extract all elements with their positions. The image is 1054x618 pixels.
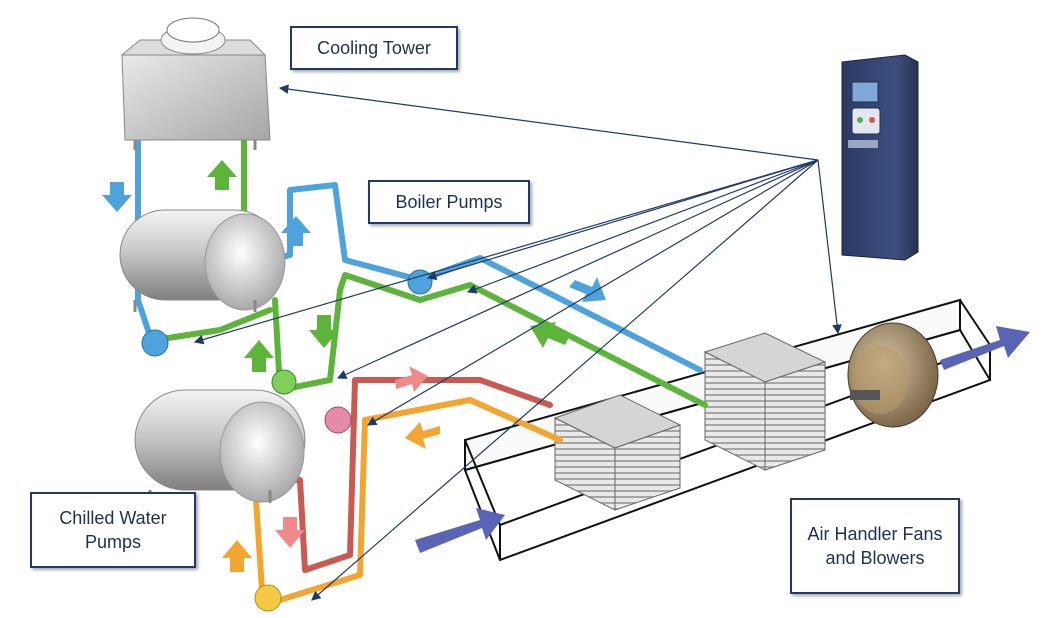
cooling-tower-label-text: Cooling Tower (317, 37, 431, 58)
coil-icon (553, 394, 682, 511)
coil-icon (703, 332, 827, 471)
pump-icon (254, 584, 282, 612)
tank-icon (119, 209, 286, 312)
pump-icon (407, 269, 433, 295)
pump-icon (271, 369, 297, 395)
chilled-water-pumps-label-text: Chilled Water Pumps (59, 507, 167, 552)
flow-arrow-icon (102, 160, 606, 572)
air-handler-label-text: Air Handler Fans and Blowers (807, 523, 943, 568)
boiler-pumps-label-text: Boiler Pumps (395, 191, 503, 212)
chilled-water-pumps-label: Chilled Water Pumps (30, 492, 196, 568)
tank-icon (134, 389, 306, 503)
flow-arrow-icon (415, 508, 505, 553)
vfd-drive-icon (841, 54, 919, 261)
cooling-tower-icon (120, 17, 271, 150)
flow-arrow-icon (940, 326, 1030, 370)
pointer-lines (193, 84, 842, 601)
air-handler-label: Air Handler Fans and Blowers (790, 498, 960, 594)
cooling-tower-label: Cooling Tower (290, 26, 458, 70)
pump-icon (324, 406, 352, 434)
pump-icon (141, 329, 169, 357)
fan-icon (847, 322, 939, 428)
boiler-pumps-label: Boiler Pumps (368, 180, 530, 224)
